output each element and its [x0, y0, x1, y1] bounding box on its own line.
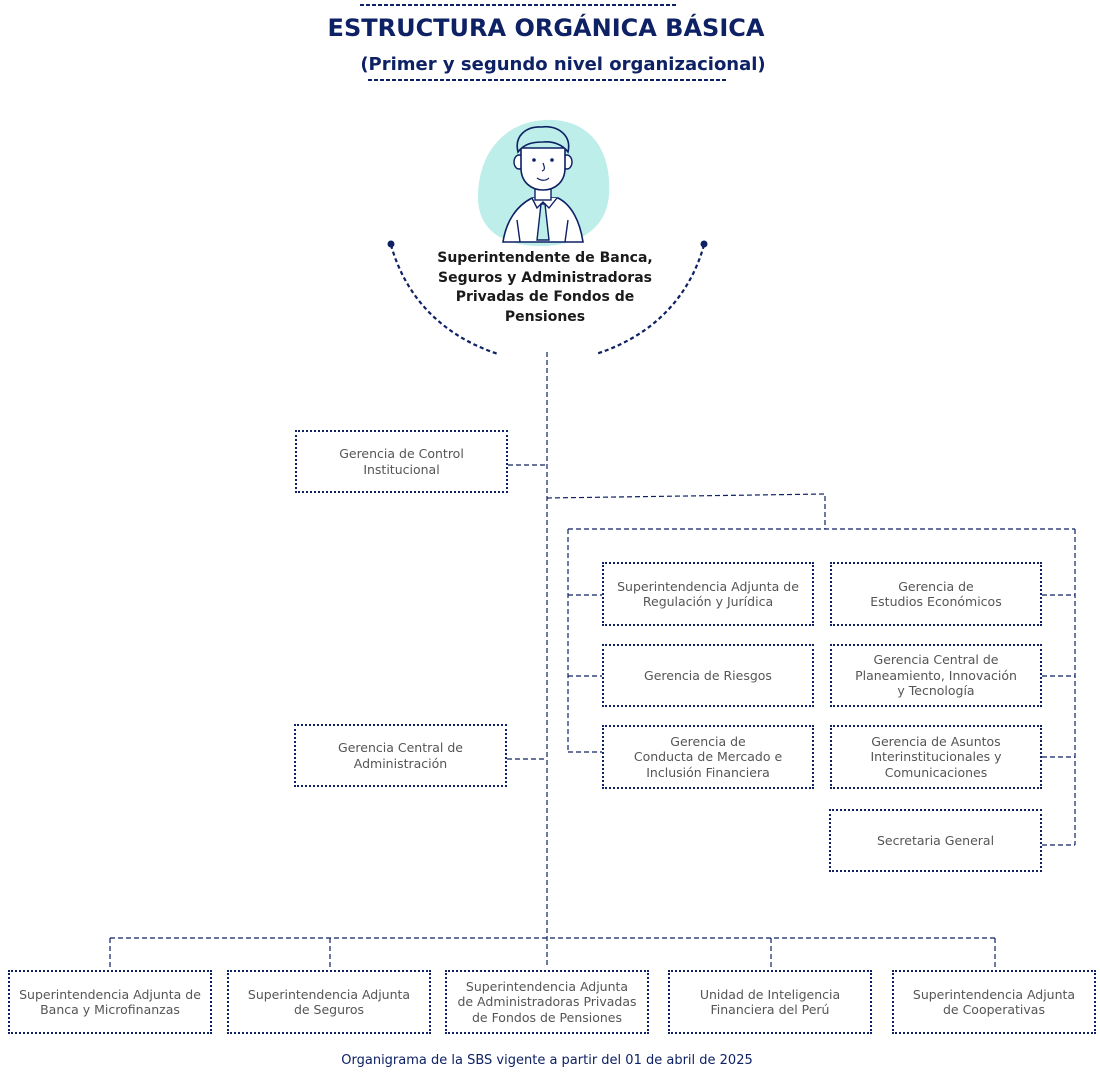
superintendent-label: Superintendente de Banca, Seguros y Admi… [437, 250, 653, 325]
unit-unidad-inteligencia-financiera: Unidad de Inteligencia Financiera del Pe… [668, 970, 872, 1034]
footer-note: Organigrama de la SBS vigente a partir d… [341, 1053, 753, 1068]
unit-superintendencia-adjunta-banca: Superintendencia Adjunta de Banca y Micr… [8, 970, 212, 1034]
connector-lines [109, 352, 1076, 970]
unit-gerencia-central-planeamiento: Gerencia Central de Planeamiento, Innova… [830, 644, 1042, 707]
unit-gerencia-control-institucional: Gerencia de Control Institucional [295, 430, 508, 493]
unit-secretaria-general: Secretaria General [829, 809, 1042, 872]
unit-superintendencia-adjunta-regulacion: Superintendencia Adjunta de Regulación y… [602, 562, 814, 626]
head-arcs [389, 244, 706, 356]
unit-superintendencia-adjunta-cooperativas: Superintendencia Adjunta de Cooperativas [892, 970, 1096, 1034]
arc-dot-right [700, 240, 708, 248]
page-title: ESTRUCTURA ORGÁNICA BÁSICA [327, 14, 765, 42]
unit-superintendencia-adjunta-afp: Superintendencia Adjunta de Administrado… [445, 970, 649, 1034]
unit-gerencia-central-administracion: Gerencia Central de Administración [294, 724, 507, 787]
unit-gerencia-estudios-economicos: Gerencia de Estudios Económicos [830, 562, 1042, 626]
arc-dot-left [387, 240, 395, 248]
person-avatar-icon [477, 119, 610, 246]
unit-gerencia-riesgos: Gerencia de Riesgos [602, 644, 814, 707]
unit-gerencia-asuntos-interinstitucionales: Gerencia de Asuntos Interinstitucionales… [830, 725, 1042, 789]
unit-gerencia-conducta-mercado: Gerencia de Conducta de Mercado e Inclus… [602, 725, 814, 789]
page-subtitle: (Primer y segundo nivel organizacional) [360, 54, 766, 75]
unit-superintendencia-adjunta-seguros: Superintendencia Adjunta de Seguros [227, 970, 431, 1034]
